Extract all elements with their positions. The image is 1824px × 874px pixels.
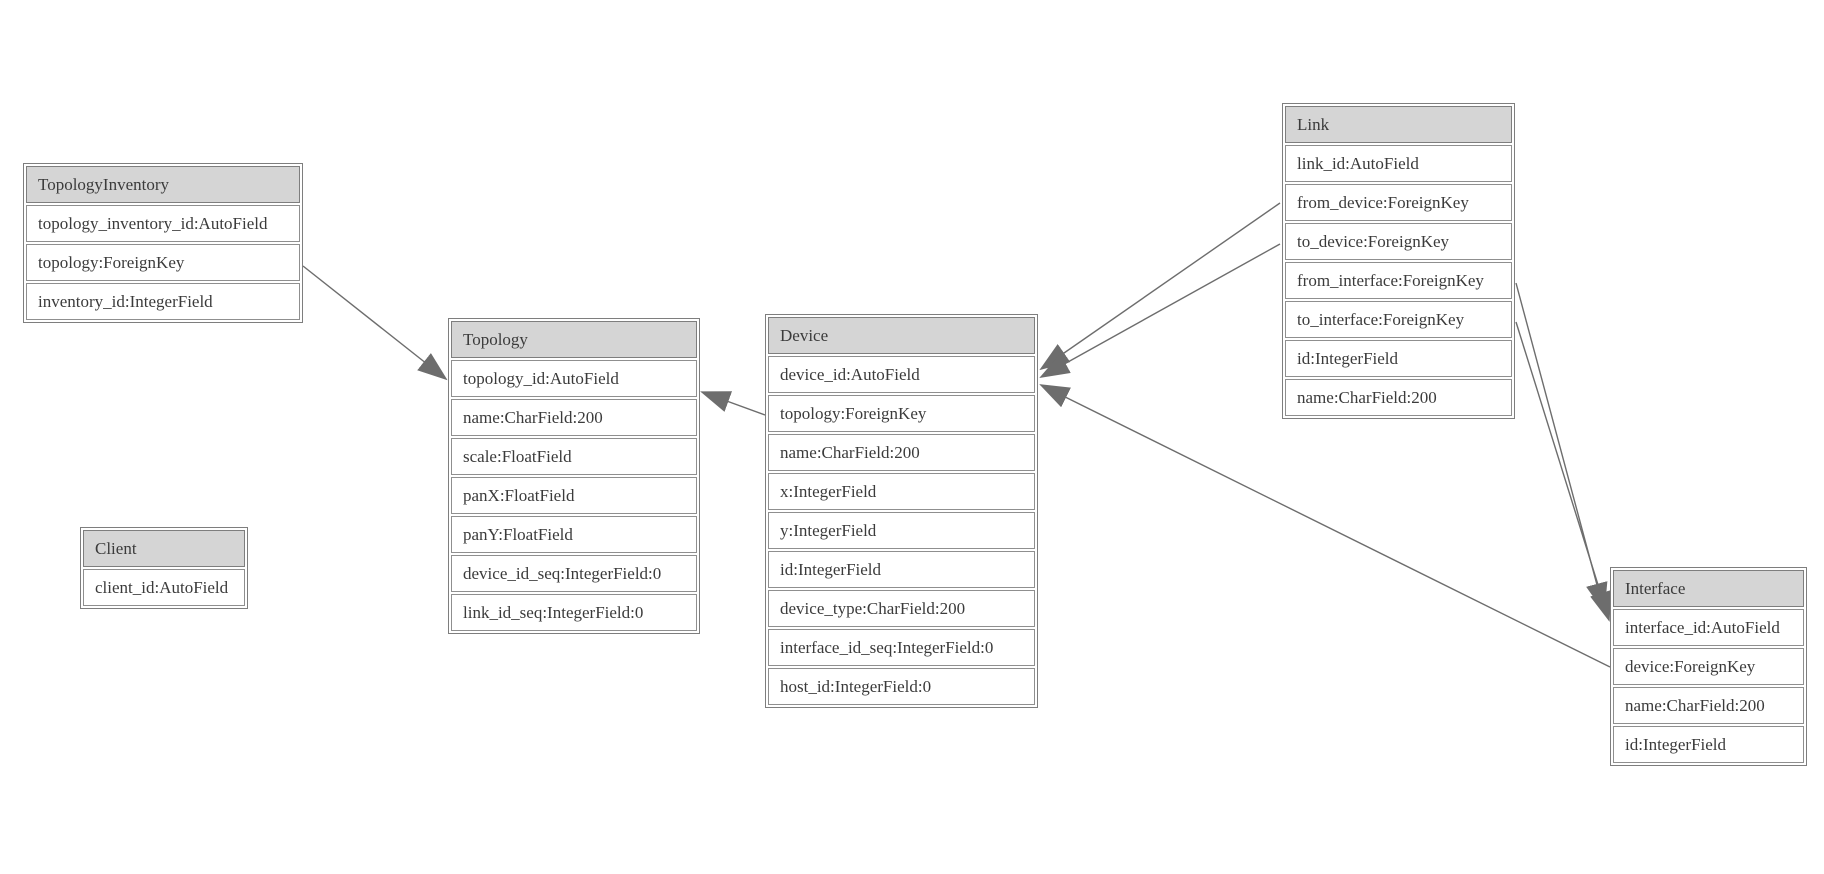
entity-field-row: to_interface:ForeignKey (1285, 301, 1512, 338)
entity-field-row: device_id_seq:IntegerField:0 (451, 555, 697, 592)
entity-field-row: id:IntegerField (768, 551, 1035, 588)
entity-field-row: topology_id:AutoField (451, 360, 697, 397)
entity-field-row: x:IntegerField (768, 473, 1035, 510)
entity-table-link: Link link_id:AutoField from_device:Forei… (1282, 103, 1515, 419)
entity-field-row: name:CharField:200 (451, 399, 697, 436)
entity-field-row: id:IntegerField (1613, 726, 1804, 763)
entity-table-client: Client client_id:AutoField (80, 527, 248, 609)
entity-header-topology: Topology (451, 321, 697, 358)
relation-interface-device-line (1039, 384, 1611, 668)
entity-header-interface: Interface (1613, 570, 1804, 607)
entity-field-row: id:IntegerField (1285, 340, 1512, 377)
entity-field-row: interface_id_seq:IntegerField:0 (768, 629, 1035, 666)
entity-field-row: topology:ForeignKey (768, 395, 1035, 432)
entity-field-row: device_type:CharField:200 (768, 590, 1035, 627)
entity-field-row: device_id:AutoField (768, 356, 1035, 393)
entity-header-topology-inventory: TopologyInventory (26, 166, 300, 203)
entity-field-row: topology_inventory_id:AutoField (26, 205, 300, 242)
entity-field-row: from_device:ForeignKey (1285, 184, 1512, 221)
relation-link-tointerface-interface-line (1515, 321, 1612, 622)
entity-field-row: y:IntegerField (768, 512, 1035, 549)
relation-link-todevice-device-line (1039, 243, 1281, 378)
entity-field-row: from_interface:ForeignKey (1285, 262, 1512, 299)
entity-table-interface: Interface interface_id:AutoField device:… (1610, 567, 1807, 766)
entity-table-topology: Topology topology_id:AutoField name:Char… (448, 318, 700, 634)
entity-header-device: Device (768, 317, 1035, 354)
entity-field-row: inventory_id:IntegerField (26, 283, 300, 320)
entity-field-row: link_id:AutoField (1285, 145, 1512, 182)
entity-header-client: Client (83, 530, 245, 567)
relation-topologyinventory-topology-line (302, 265, 448, 381)
relation-device-topology-line (700, 391, 766, 416)
entity-field-row: name:CharField:200 (768, 434, 1035, 471)
entity-field-row: name:CharField:200 (1613, 687, 1804, 724)
entity-field-row: host_id:IntegerField:0 (768, 668, 1035, 705)
entity-field-row: name:CharField:200 (1285, 379, 1512, 416)
entity-field-row: device:ForeignKey (1613, 648, 1804, 685)
entity-field-row: panY:FloatField (451, 516, 697, 553)
entity-table-topology-inventory: TopologyInventory topology_inventory_id:… (23, 163, 303, 323)
relation-link-fromdevice-device-line (1039, 202, 1281, 371)
entity-field-row: interface_id:AutoField (1613, 609, 1804, 646)
entity-field-row: link_id_seq:IntegerField:0 (451, 594, 697, 631)
entity-field-row: scale:FloatField (451, 438, 697, 475)
entity-field-row: topology:ForeignKey (26, 244, 300, 281)
entity-field-row: client_id:AutoField (83, 569, 245, 606)
entity-header-link: Link (1285, 106, 1512, 143)
entity-table-device: Device device_id:AutoField topology:Fore… (765, 314, 1038, 708)
entity-field-row: panX:FloatField (451, 477, 697, 514)
entity-field-row: to_device:ForeignKey (1285, 223, 1512, 260)
relation-link-frominterface-interface-line (1515, 282, 1608, 613)
